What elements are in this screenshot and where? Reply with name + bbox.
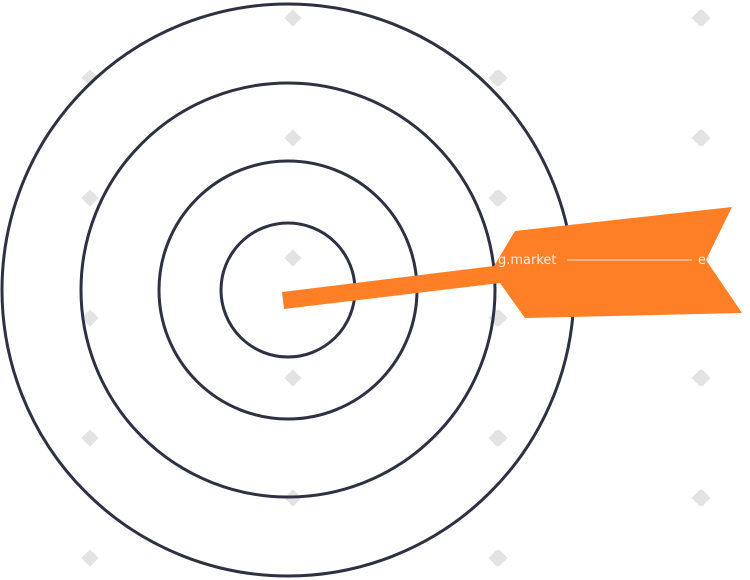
watermark-badge: e	[698, 253, 706, 268]
target-ring-outer	[0, 2, 576, 578]
watermark-diamond	[81, 69, 99, 87]
watermark-diamond	[81, 429, 99, 447]
target-icon	[0, 2, 576, 578]
watermark-diamond	[284, 249, 302, 267]
watermark: g.market e	[498, 253, 706, 268]
watermark-diamond	[81, 309, 99, 327]
watermark-diamond	[490, 189, 508, 207]
watermark-diamond	[284, 9, 302, 27]
watermark-diamond	[490, 549, 508, 567]
watermark-diamond	[81, 189, 99, 207]
watermark-diamond	[284, 129, 302, 147]
watermark-diamond	[284, 369, 302, 387]
watermark-diamond	[490, 429, 508, 447]
arrow-icon	[282, 207, 742, 318]
watermark-text: g.market	[498, 253, 557, 268]
watermark-diamond	[490, 69, 508, 87]
watermark-diamond	[693, 9, 711, 27]
watermark-diamond	[693, 369, 711, 387]
watermark-diamond	[693, 129, 711, 147]
target-ring-second	[79, 81, 497, 499]
watermark-diamond	[693, 489, 711, 507]
watermark-diamond	[81, 549, 99, 567]
